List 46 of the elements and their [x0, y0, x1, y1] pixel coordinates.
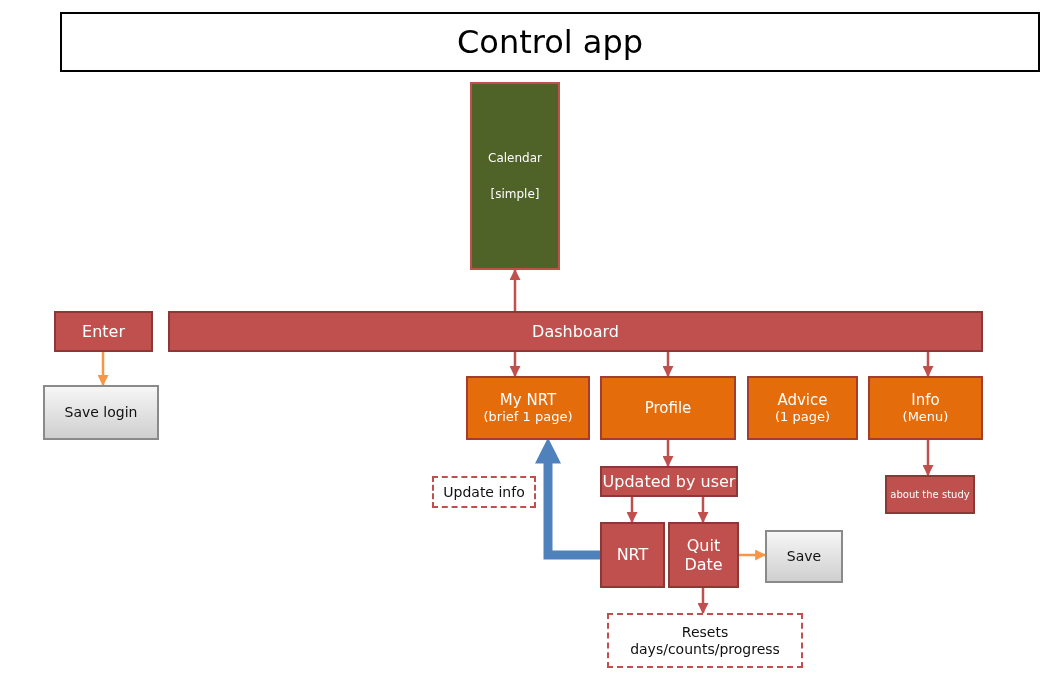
node-label: Info — [911, 391, 940, 410]
storage-box — [765, 530, 843, 583]
node-label: Updated by user — [602, 471, 736, 492]
node-label: NRT — [616, 545, 649, 565]
screen-box — [747, 376, 858, 440]
node-label: Save — [786, 548, 822, 565]
title-banner: Control app — [60, 12, 1040, 72]
node-label: Advice — [777, 391, 828, 410]
screen-box — [466, 376, 590, 440]
arrow — [662, 352, 674, 378]
arrow — [509, 352, 521, 378]
process-box — [54, 311, 153, 352]
arrow — [697, 497, 709, 524]
storage-box — [43, 385, 159, 440]
arrow — [922, 352, 934, 378]
arrow — [97, 352, 109, 387]
node-label: Resets days/counts/progress — [629, 623, 781, 658]
node-label: (brief 1 page) — [483, 409, 573, 425]
process-box — [668, 522, 739, 588]
arrow — [509, 268, 521, 311]
node-label: (Menu) — [902, 409, 949, 425]
node-label: Dashboard — [532, 321, 619, 342]
node-label: about the study — [890, 488, 970, 501]
arrow — [739, 549, 767, 561]
node-label: [simple] — [490, 187, 540, 202]
thick-arrow — [535, 437, 600, 560]
arrow — [697, 588, 709, 615]
node-label: Save login — [64, 404, 138, 421]
screen-box — [600, 376, 736, 440]
note-box — [607, 613, 803, 668]
process-box — [600, 522, 665, 588]
node-label: Quit Date — [683, 535, 724, 575]
process-box — [885, 475, 975, 514]
node-label: Profile — [644, 399, 692, 417]
arrow — [626, 497, 638, 524]
note-box — [432, 476, 536, 508]
node-label: Update info — [443, 483, 525, 501]
node-label: (1 page) — [775, 409, 830, 425]
arrow — [922, 440, 934, 477]
screen-box — [868, 376, 983, 440]
node-label: Enter — [82, 321, 125, 342]
calendar-block — [470, 82, 560, 270]
arrow — [662, 440, 674, 468]
node-label: My NRT — [499, 391, 557, 410]
process-box — [168, 311, 983, 352]
node-label: Calendar — [488, 150, 542, 165]
